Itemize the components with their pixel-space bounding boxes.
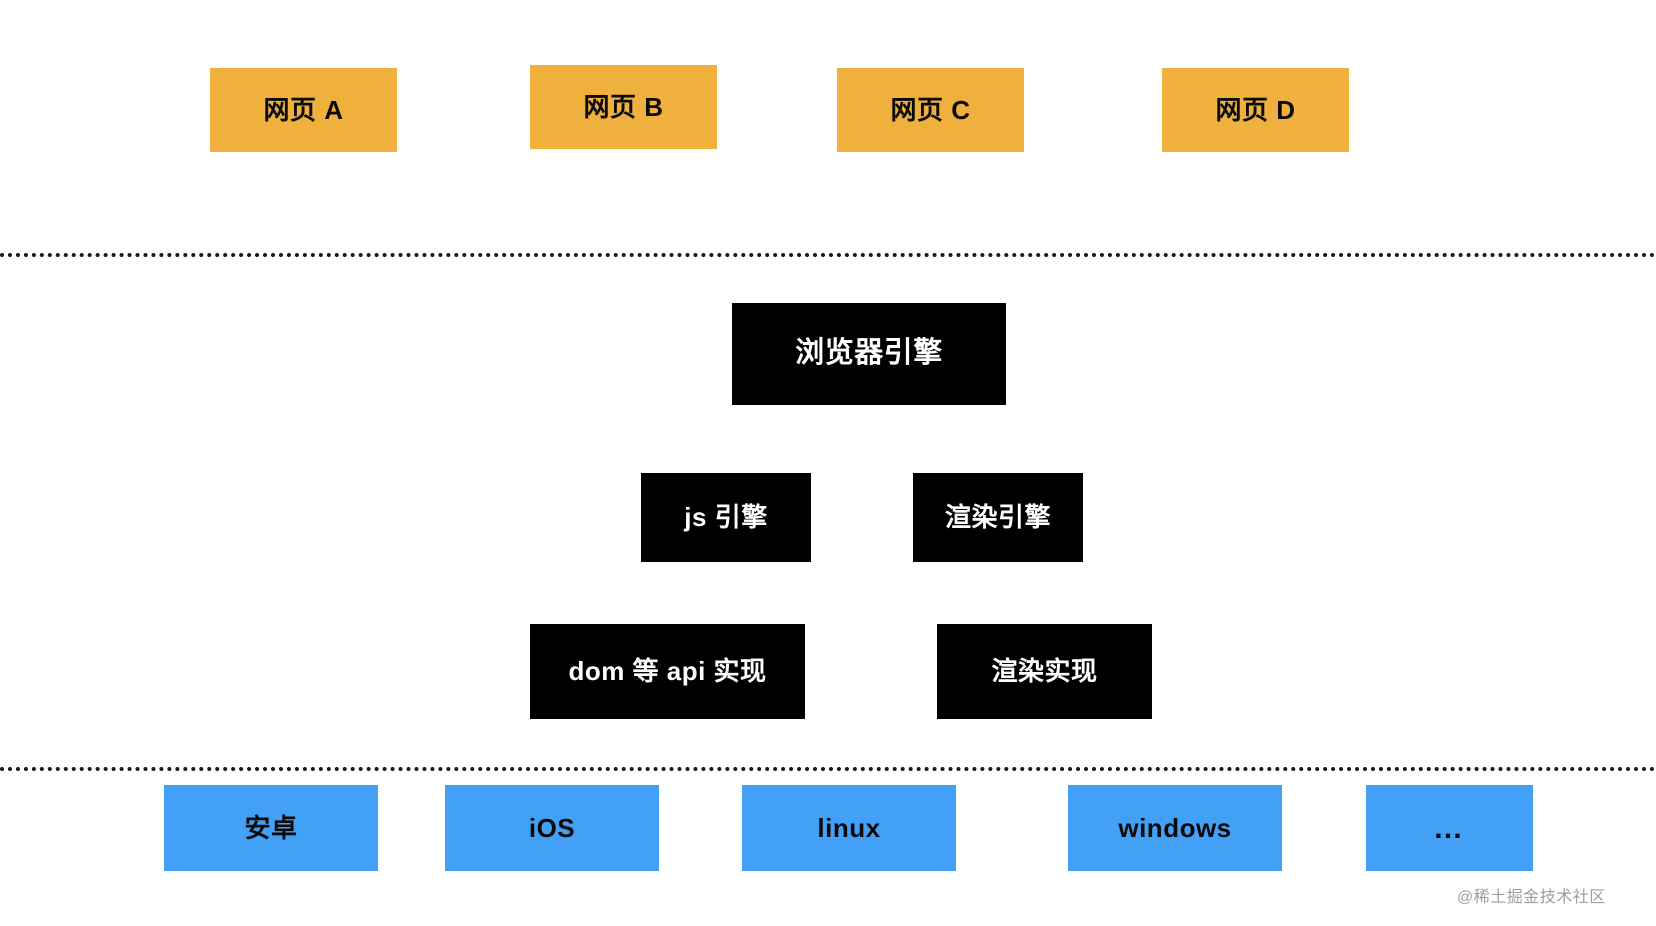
os-box-ios: iOS (445, 785, 659, 871)
js-engine-label: js 引擎 (684, 502, 768, 533)
page-box-a-label: 网页 A (263, 94, 344, 125)
render-engine-box: 渲染引擎 (913, 473, 1083, 562)
page-box-d-label: 网页 D (1215, 94, 1296, 125)
page-box-d: 网页 D (1162, 68, 1349, 152)
js-engine-box: js 引擎 (641, 473, 811, 562)
divider-top (0, 253, 1656, 257)
os-box-windows: windows (1068, 785, 1282, 871)
os-box-ios-label: iOS (528, 812, 576, 843)
os-box-more: … (1366, 785, 1533, 871)
dom-api-impl-label: dom 等 api 实现 (568, 656, 767, 687)
page-box-c-label: 网页 C (890, 94, 971, 125)
browser-engine-label: 浏览器引擎 (795, 337, 943, 370)
render-engine-label: 渲染引擎 (944, 502, 1051, 533)
os-box-android-label: 安卓 (244, 812, 298, 843)
page-box-c: 网页 C (837, 68, 1024, 152)
os-box-more-label: … (1433, 811, 1466, 845)
divider-bottom (0, 767, 1656, 771)
os-box-linux-label: linux (817, 812, 881, 843)
render-impl-box: 渲染实现 (937, 624, 1152, 719)
page-box-b: 网页 B (530, 65, 717, 149)
os-box-android: 安卓 (164, 785, 378, 871)
watermark: @稀土掘金技术社区 (1457, 889, 1606, 906)
dom-api-impl-box: dom 等 api 实现 (530, 624, 805, 719)
render-impl-label: 渲染实现 (991, 656, 1098, 687)
browser-engine-box: 浏览器引擎 (732, 303, 1006, 405)
page-box-a: 网页 A (210, 68, 397, 152)
os-box-windows-label: windows (1118, 812, 1232, 843)
os-box-linux: linux (742, 785, 956, 871)
page-box-b-label: 网页 B (583, 91, 664, 122)
